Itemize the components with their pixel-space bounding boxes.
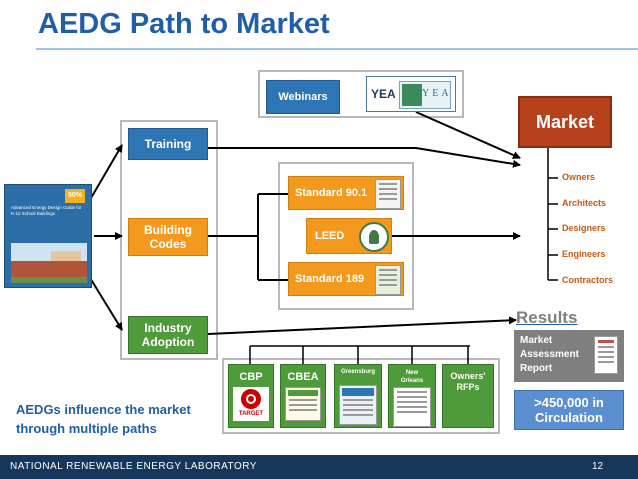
leed-label: LEED <box>315 230 345 242</box>
leed-logo-icon <box>359 222 389 252</box>
cbp-box: CBP TARGET <box>228 364 274 428</box>
market-item-designers: Designers <box>562 223 606 233</box>
title-underline <box>36 48 638 50</box>
page-title: AEDG Path to Market <box>38 8 330 40</box>
footer-org: NATIONAL RENEWABLE ENERGY LABORATORY <box>10 461 257 472</box>
guide-title: Advanced Energy Design Guide for K-12 Sc… <box>11 205 82 216</box>
cbea-label: CBEA <box>287 371 319 383</box>
market-item-engineers: Engineers <box>562 249 606 259</box>
new-orleans-doc <box>393 387 431 427</box>
target-logo-text: TARGET <box>238 411 264 417</box>
training-box: Training <box>128 128 208 160</box>
standard-901-cover <box>375 179 401 209</box>
greensburg-doc <box>339 385 377 425</box>
aedg-guide-cover: 50% Advanced Energy Design Guide for K-1… <box>4 184 92 288</box>
webinars-box: Webinars <box>266 80 340 114</box>
yea-logo-text: YEA <box>422 88 452 99</box>
greensburg-box: Greensburg <box>334 364 382 428</box>
greensburg-label: Greensburg <box>340 369 375 375</box>
arrow-adoption-to-results <box>207 316 517 335</box>
market-assessment-label: Market Assessment Report <box>520 335 579 374</box>
standard-901-box: Standard 90.1 <box>288 176 404 210</box>
owners-rfps-label: Owners' RFPs <box>450 371 486 392</box>
building-codes-box: Building Codes <box>128 218 208 256</box>
owners-rfps-box: Owners' RFPs <box>442 364 494 428</box>
market-box: Market <box>518 96 612 148</box>
yea-logo: YEA <box>399 81 451 109</box>
yea-label: YEA <box>371 87 396 101</box>
cbea-doc <box>285 387 321 421</box>
market-item-owners: Owners <box>562 172 596 182</box>
circulation-box: >450,000 in Circulation <box>514 390 624 430</box>
cbp-label: CBP <box>239 371 263 383</box>
caption: AEDGs influence the market through multi… <box>16 402 191 436</box>
industry-adoption-box: Industry Adoption <box>128 316 208 354</box>
page-number: 12 <box>592 461 604 472</box>
footer-bar <box>0 455 638 479</box>
market-assessment-box: Market Assessment Report <box>514 330 624 382</box>
results-heading: Results <box>516 308 578 327</box>
yea-box: YEA YEA <box>366 76 456 112</box>
guide-photo <box>11 243 87 283</box>
standard-901-label: Standard 90.1 <box>295 187 368 199</box>
standard-189-label: Standard 189 <box>295 273 365 285</box>
market-item-contractors: Contractors <box>562 275 614 285</box>
report-cover <box>594 336 618 374</box>
leed-box: LEED <box>306 218 392 254</box>
guide-badge: 50% <box>65 189 85 203</box>
new-orleans-box: New Orleans <box>388 364 436 428</box>
new-orleans-label: New Orleans <box>400 370 424 384</box>
market-item-architects: Architects <box>562 198 607 208</box>
cbea-box: CBEA <box>280 364 326 428</box>
arrow-outreach-to-market <box>415 111 521 159</box>
standard-189-cover <box>375 265 401 295</box>
target-logo: TARGET <box>233 387 269 421</box>
standard-189-box: Standard 189 <box>288 262 404 296</box>
arrow-training-to-market <box>415 147 521 168</box>
